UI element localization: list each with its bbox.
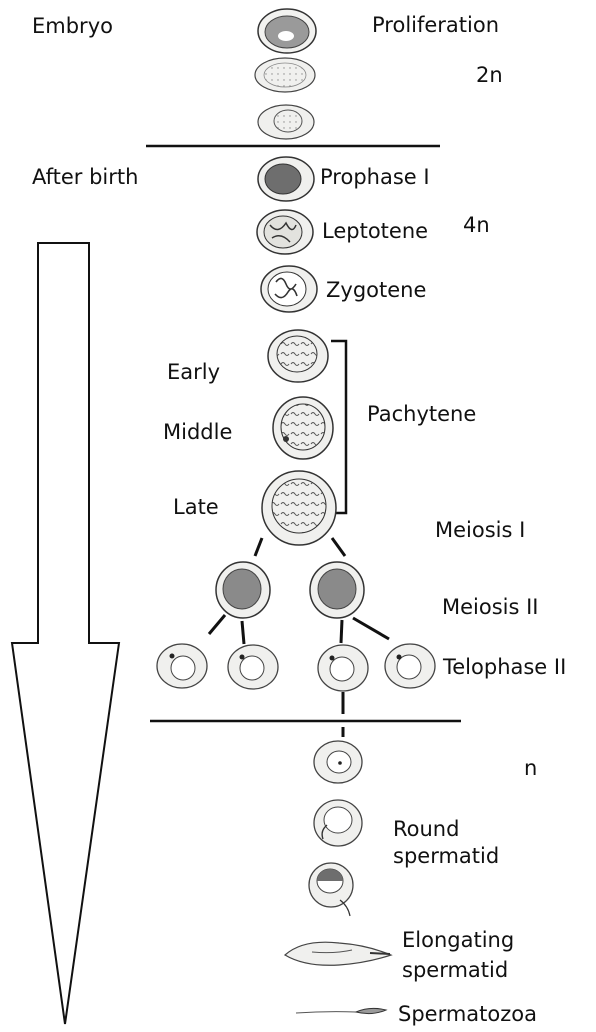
telophase-cell-1 (157, 644, 207, 688)
label-2n: 2n (476, 63, 503, 87)
telophase-cell-2 (228, 645, 278, 689)
prophase-i-cell (258, 157, 314, 201)
spermatozoon-cell (296, 1008, 386, 1013)
spermatid-cell-1 (314, 741, 362, 783)
label-proliferation: Proliferation (372, 13, 499, 37)
time-arrow (12, 243, 119, 1024)
pachytene-early-cell (268, 330, 328, 382)
label-meiosis-i: Meiosis I (435, 518, 525, 542)
label-late: Late (173, 495, 219, 519)
round-spermatid-cell (314, 800, 362, 846)
label-middle: Middle (163, 420, 232, 444)
pachytene-middle-cell (273, 397, 333, 459)
telophase-cell-3 (318, 645, 368, 691)
label-prophase-i: Prophase I (320, 165, 430, 189)
label-after-birth: After birth (32, 165, 138, 189)
secondary-spermatocyte-right (310, 562, 364, 618)
zygotene-cell (261, 266, 317, 312)
leptotene-cell (257, 210, 313, 254)
label-early: Early (167, 360, 220, 384)
label-4n: 4n (463, 213, 490, 237)
label-spermatozoa: Spermatozoa (398, 1002, 537, 1026)
embryo-cell-1 (258, 9, 316, 53)
label-n: n (524, 756, 537, 780)
embryo-cell-2 (255, 58, 315, 92)
label-elongating-spermatid-line-2: spermatid (402, 958, 508, 983)
embryo-cell-3 (258, 105, 314, 139)
label-elongating-spermatid-line-1: Elongating (402, 928, 514, 953)
telophase-cell-4 (385, 644, 435, 688)
secondary-spermatocyte-left (216, 562, 270, 618)
pachytene-late-cell (262, 471, 336, 545)
label-embryo: Embryo (32, 14, 113, 38)
label-meiosis-ii: Meiosis II (442, 595, 539, 619)
spermatid-capped-cell (309, 863, 353, 916)
label-round-spermatid-line-1: Round (393, 817, 459, 842)
label-zygotene: Zygotene (326, 278, 426, 302)
label-round-spermatid-line-2: spermatid (393, 844, 499, 869)
elongating-spermatid-cell (285, 942, 391, 965)
label-leptotene: Leptotene (322, 219, 428, 243)
label-telophase-ii: Telophase II (443, 655, 566, 679)
label-pachytene: Pachytene (367, 402, 476, 426)
